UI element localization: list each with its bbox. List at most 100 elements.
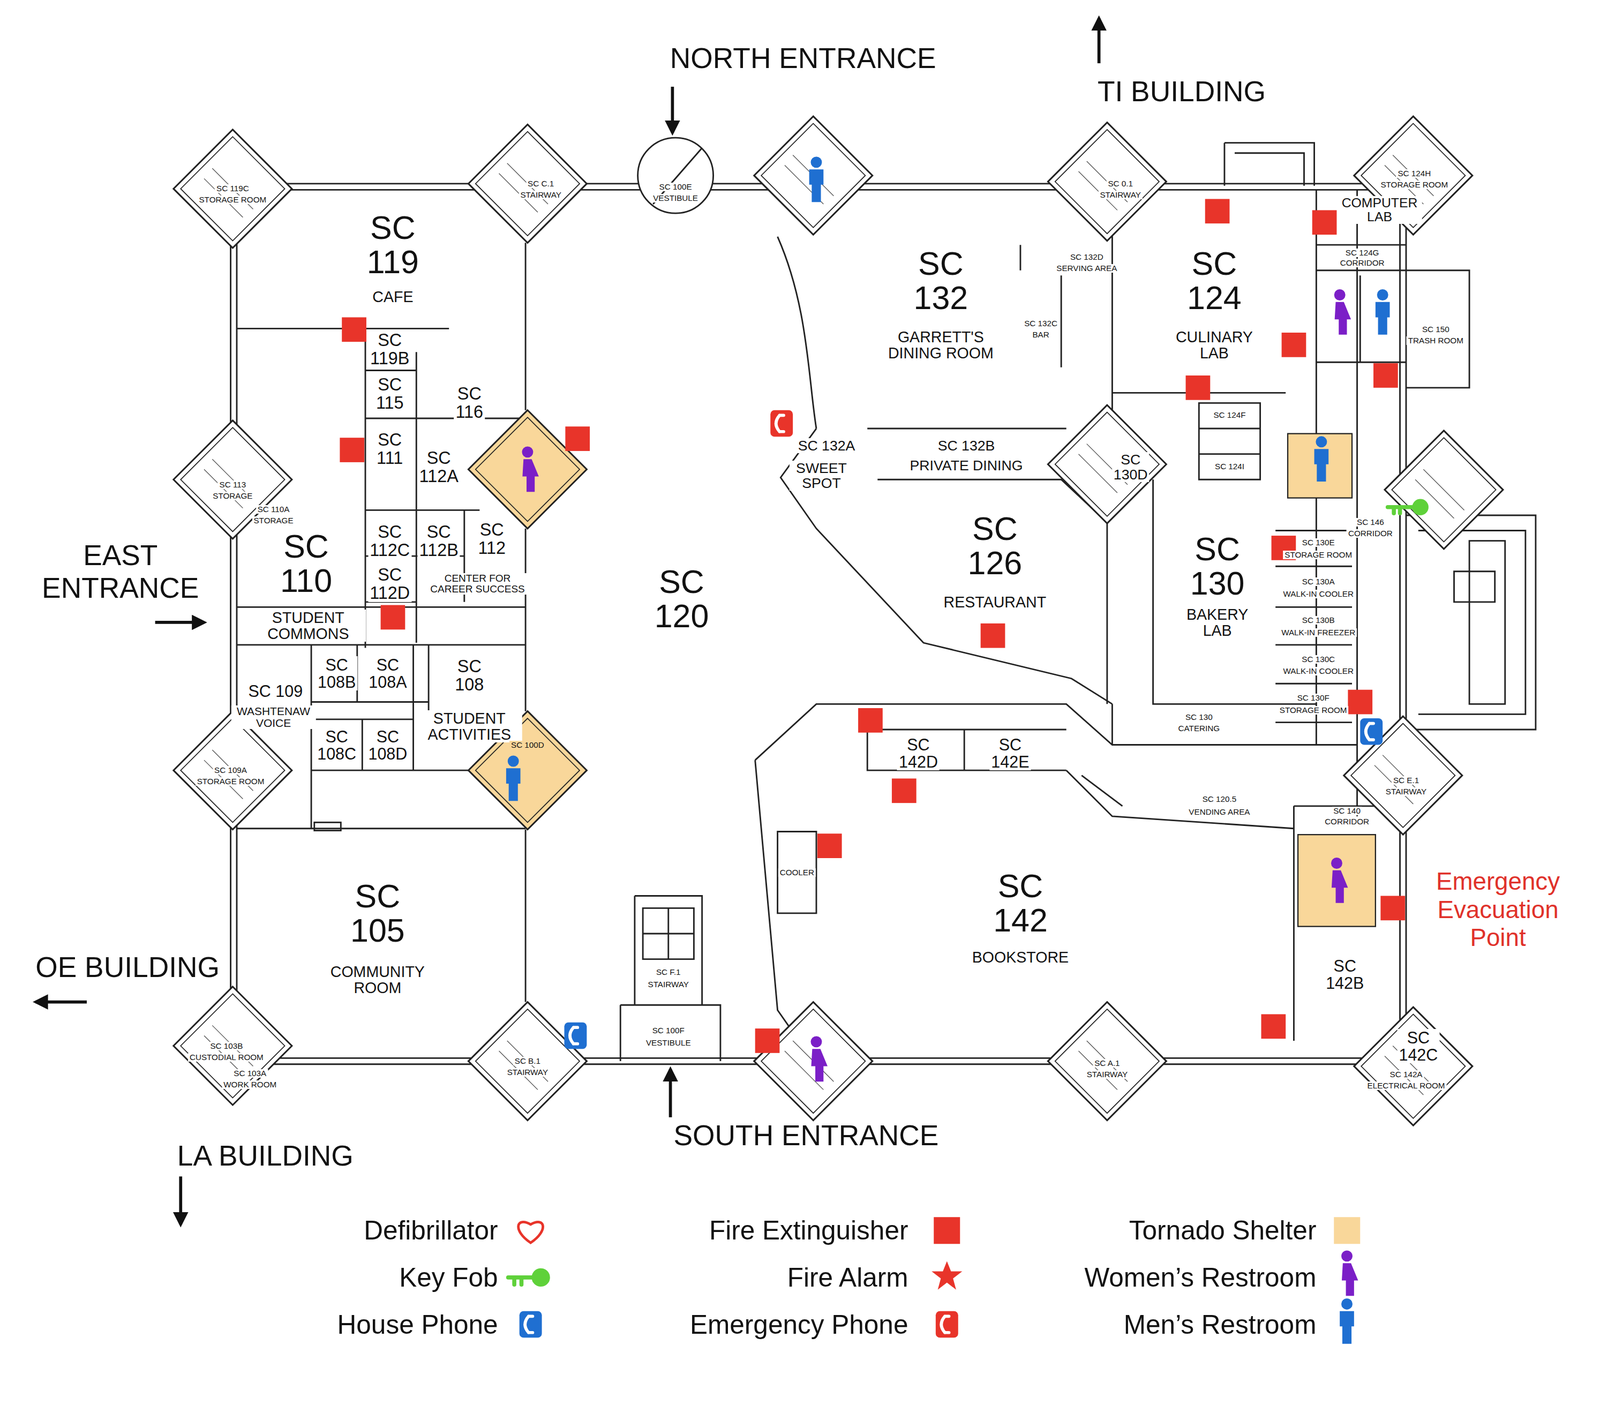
small-room-tag: STAIRWAY bbox=[518, 190, 563, 200]
emergency-phone-icon bbox=[770, 410, 793, 438]
small-room-tag: WALK-IN COOLER bbox=[1281, 589, 1356, 599]
tornado-shelter-area bbox=[1297, 834, 1376, 927]
fire-extinguisher-mark bbox=[980, 623, 1006, 649]
room-tag: SC 142D bbox=[897, 735, 940, 771]
room-name: BAKERY LAB bbox=[1180, 606, 1255, 639]
small-room-tag: SC 124F bbox=[1211, 410, 1248, 420]
corner-tower bbox=[173, 129, 292, 249]
mens-restroom-icon bbox=[809, 156, 824, 202]
corner-tower bbox=[468, 124, 587, 243]
fire-extinguisher-mark bbox=[565, 426, 590, 452]
small-room-tag: CUSTODIAL ROOM bbox=[188, 1053, 266, 1062]
fire-extinguisher-mark bbox=[339, 198, 1406, 1053]
fire-extinguisher-mark bbox=[1312, 209, 1337, 235]
legend-text: House Phone bbox=[337, 1309, 499, 1339]
small-room-tag: STORAGE ROOM bbox=[197, 195, 268, 205]
small-room-tag: STAIRWAY bbox=[646, 980, 691, 989]
corner-tower bbox=[1354, 1007, 1473, 1126]
mens-restroom-icon bbox=[506, 156, 1391, 1344]
legend-text: Fire Alarm bbox=[787, 1263, 909, 1292]
fire-extinguisher-mark bbox=[755, 1028, 780, 1054]
room-tag: SC 108C bbox=[315, 727, 358, 763]
room-name: COMPUTER LAB bbox=[1336, 196, 1422, 224]
womens-restroom-icon bbox=[1331, 857, 1348, 904]
wall bbox=[1454, 541, 1506, 705]
small-room-tag: SC 130F bbox=[1295, 693, 1332, 703]
small-room-tag: CORRIDOR bbox=[1323, 817, 1371, 826]
room-tag: SC 108B bbox=[316, 656, 358, 691]
small-room-tag: SC 130E bbox=[1300, 538, 1337, 547]
emergency-phone-icon bbox=[935, 1311, 959, 1339]
small-room-tag: SC 120.5 bbox=[1200, 794, 1238, 804]
room-tag: SC 116 bbox=[453, 384, 485, 422]
mens-restroom-icon bbox=[506, 755, 521, 802]
fire-extinguisher-mark bbox=[858, 708, 883, 733]
room-number: SC 142 bbox=[991, 868, 1050, 938]
small-room-tag: STORAGE ROOM bbox=[1282, 550, 1354, 560]
room-tag: SC 108D bbox=[366, 727, 409, 763]
direction-arrow bbox=[178, 1176, 183, 1225]
small-room-tag: SC 119C bbox=[214, 184, 251, 193]
direction-arrow bbox=[35, 18, 1100, 1225]
direction-arrow bbox=[1097, 18, 1101, 64]
wall bbox=[1198, 402, 1260, 480]
corner-tower bbox=[1047, 122, 1167, 242]
legend-text: Tornado Shelter bbox=[1129, 1215, 1317, 1245]
corner-tower bbox=[754, 1002, 873, 1121]
room-number: SC 120 bbox=[652, 564, 711, 634]
small-room-tag: CATERING bbox=[1176, 724, 1222, 733]
small-room-tag: SC 124I bbox=[1213, 462, 1246, 471]
corner-tower bbox=[468, 1002, 587, 1121]
key-fob-icon bbox=[533, 1270, 548, 1286]
evacuation-label: Emergency Evacuation Point bbox=[1417, 867, 1579, 953]
small-room-tag: SC E.1 bbox=[1391, 776, 1421, 785]
room-tag: SC 132A bbox=[796, 438, 858, 454]
key-fob-icon bbox=[508, 1277, 533, 1285]
wall bbox=[1316, 244, 1470, 388]
wall bbox=[620, 895, 721, 1062]
tornado-shelter-area bbox=[1287, 433, 1352, 499]
small-room-tag: SC 124H bbox=[1395, 169, 1433, 178]
small-room-tag: STAIRWAY bbox=[1384, 787, 1429, 796]
room-tag: SC 112C bbox=[367, 522, 412, 560]
womens-restroom-icon bbox=[521, 446, 539, 492]
small-room-tag: STORAGE ROOM bbox=[1278, 705, 1349, 715]
small-room-tag: TRASH ROOM bbox=[1406, 336, 1466, 345]
small-room-tag: SC 100D bbox=[509, 740, 546, 750]
direction-arrow bbox=[669, 1069, 673, 1118]
wall bbox=[877, 479, 1108, 704]
wall bbox=[1293, 806, 1400, 1041]
room-tag: SC 132B bbox=[936, 438, 997, 454]
legend-text: Men’s Restroom bbox=[1123, 1309, 1317, 1339]
small-room-tag: STORAGE bbox=[211, 491, 254, 501]
small-room-tag: SC B.1 bbox=[513, 1056, 543, 1066]
small-room-tag: SC 124G bbox=[1343, 248, 1381, 258]
room-number: SC 132 bbox=[912, 246, 971, 315]
room-name: GARRETT'S DINING ROOM bbox=[873, 328, 1010, 362]
fire-alarm-icon bbox=[931, 1260, 963, 1290]
small-room-tag: CORRIDOR bbox=[1346, 529, 1395, 538]
house-phone-icon bbox=[519, 718, 1384, 1338]
small-room-tag: SC 146 bbox=[1355, 517, 1386, 527]
wall bbox=[637, 137, 714, 214]
fire-extinguisher-mark bbox=[341, 317, 367, 342]
fire-extinguisher-mark bbox=[1205, 198, 1230, 224]
small-room-tag: WALK-IN FREEZER bbox=[1279, 628, 1357, 637]
room-tag: SC 142E bbox=[989, 735, 1031, 771]
room-tag: SC 112A bbox=[417, 448, 461, 486]
room-name: COMMUNITY ROOM bbox=[319, 963, 436, 996]
wall bbox=[1400, 175, 1407, 1067]
room-tag: SC 112D bbox=[367, 565, 412, 603]
fire-extinguisher-mark bbox=[1380, 895, 1406, 921]
small-room-tag: SC 140 bbox=[1331, 806, 1363, 816]
room-tag: SC 111 bbox=[374, 430, 405, 468]
small-room-tag: STORAGE ROOM bbox=[195, 777, 267, 786]
house-phone-icon bbox=[564, 1022, 587, 1050]
direction-arrow bbox=[155, 620, 205, 625]
corner-tower bbox=[1047, 404, 1167, 524]
small-room-tag: STAIRWAY bbox=[1085, 1070, 1130, 1079]
room-tag: SC 112B bbox=[417, 522, 461, 560]
legend-text: Emergency Phone bbox=[689, 1309, 908, 1339]
